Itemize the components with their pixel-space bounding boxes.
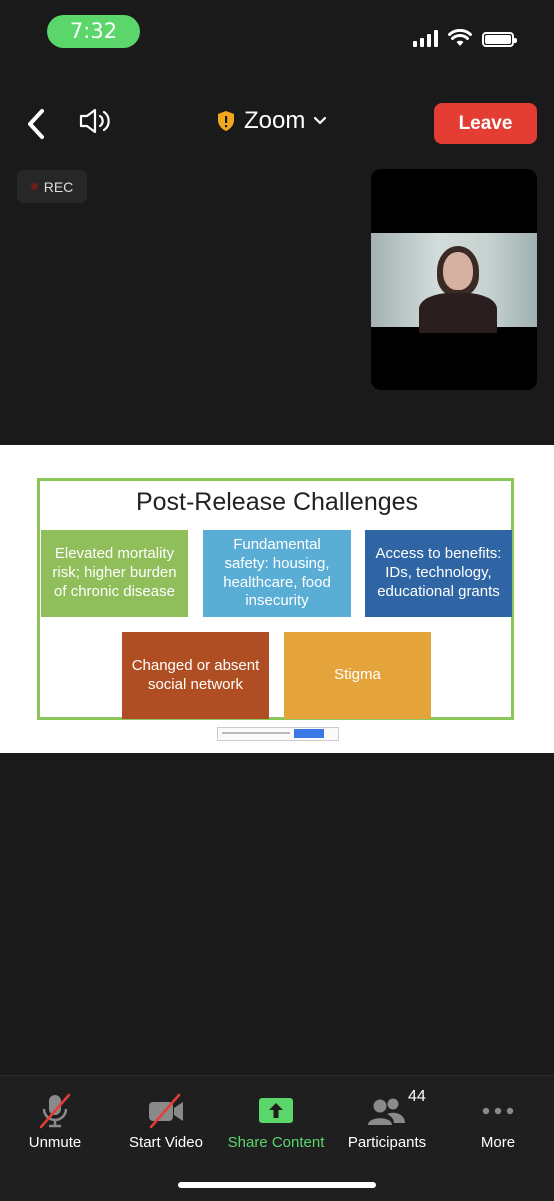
more-button[interactable]: More	[443, 1091, 553, 1151]
shared-screen: Post-Release Challenges Elevated mortali…	[0, 445, 554, 753]
video-feed	[371, 233, 537, 333]
meeting-title-dropdown[interactable]: Zoom	[216, 107, 327, 135]
status-icons	[413, 27, 517, 47]
recording-dot-icon	[30, 183, 38, 190]
back-chevron-icon[interactable]	[22, 107, 52, 141]
meeting-top-bar: Zoom Leave	[0, 95, 554, 155]
unmute-label: Unmute	[28, 1134, 82, 1151]
slide-box-benefits: Access to benefits: IDs, technology, edu…	[365, 530, 512, 617]
chevron-down-icon	[314, 116, 327, 125]
slide-frame	[37, 478, 514, 720]
share-upload-icon	[259, 1098, 293, 1123]
slide-box-stigma: Stigma	[284, 632, 431, 719]
meeting-title: Zoom	[244, 107, 306, 134]
battery-icon	[482, 32, 517, 47]
start-video-button[interactable]: Start Video	[111, 1091, 221, 1151]
video-off-icon	[149, 1093, 183, 1129]
stop-sharing-mini-button	[294, 729, 324, 738]
shield-warning-icon	[218, 111, 234, 131]
meeting-toolbar: Unmute Start Video Share Content	[0, 1075, 554, 1201]
participant-video-tile[interactable]	[371, 169, 537, 390]
screen-sharing-banner	[217, 727, 339, 741]
muted-microphone-icon	[39, 1093, 71, 1129]
more-dots-icon	[482, 1107, 514, 1115]
slide-box-social-network: Changed or absent social network	[122, 632, 269, 719]
wifi-icon	[448, 29, 472, 46]
recording-badge: REC	[17, 170, 87, 203]
slide-box-safety: Fundamental safety: housing, healthcare,…	[203, 530, 351, 617]
status-time: 7:32	[47, 15, 140, 48]
more-label: More	[480, 1134, 516, 1151]
participants-count: 44	[408, 1088, 426, 1105]
participants-icon	[368, 1098, 405, 1125]
leave-button[interactable]: Leave	[434, 103, 537, 144]
unmute-button[interactable]: Unmute	[0, 1091, 110, 1151]
speaker-icon[interactable]	[78, 107, 116, 135]
start-video-label: Start Video	[129, 1134, 203, 1151]
share-content-button[interactable]: Share Content	[221, 1091, 331, 1151]
slide-title: Post-Release Challenges	[135, 488, 419, 516]
home-indicator[interactable]	[178, 1182, 376, 1188]
slide-box-mortality: Elevated mortality risk; higher burden o…	[41, 530, 188, 617]
participants-label: Participants	[347, 1134, 427, 1151]
share-content-label: Share Content	[227, 1134, 325, 1151]
status-bar: 7:32	[0, 0, 554, 70]
participants-button[interactable]: 44 Participants	[332, 1088, 442, 1151]
cellular-signal-icon	[413, 29, 438, 47]
recording-label: REC	[43, 178, 74, 195]
